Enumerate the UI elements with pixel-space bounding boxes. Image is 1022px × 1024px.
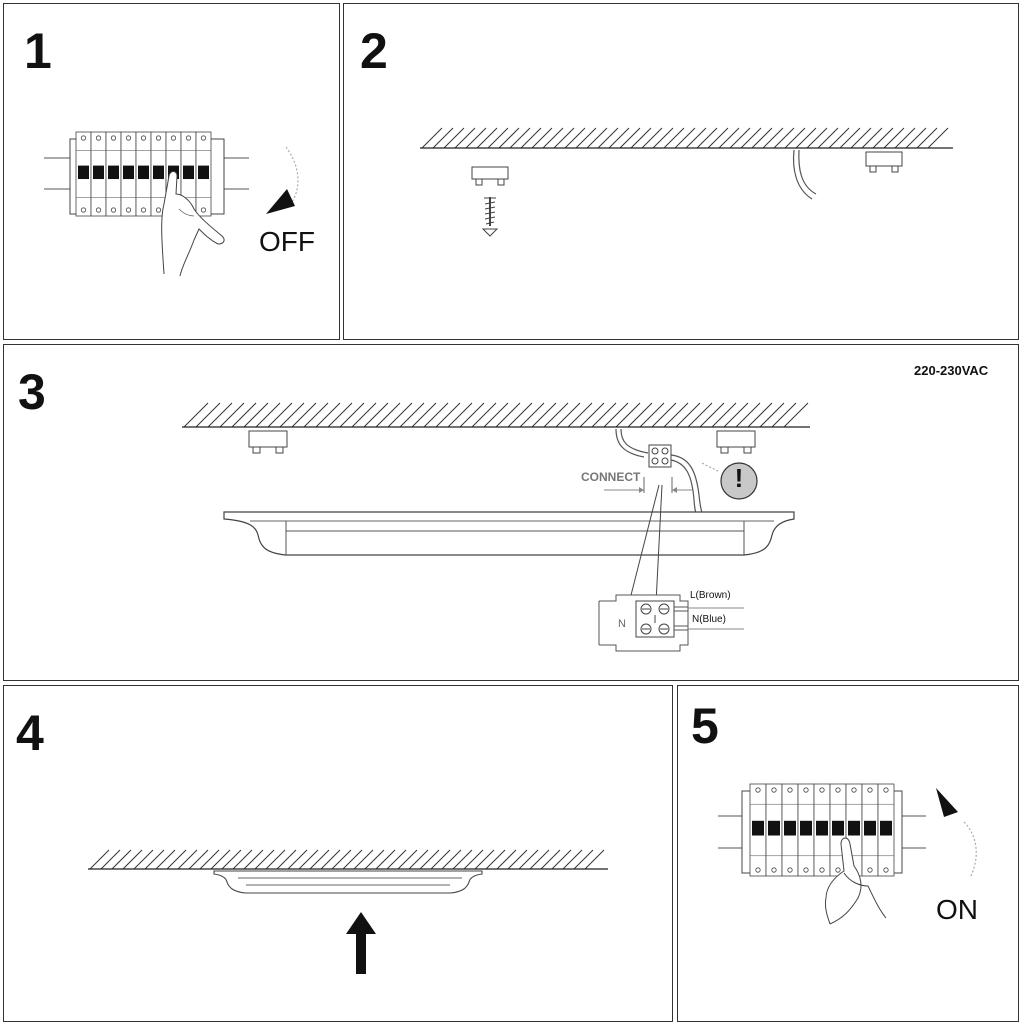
breaker-panel-on-illustration (718, 783, 977, 925)
ceiling-hatch (183, 402, 809, 428)
terminal-detail (598, 594, 744, 652)
step-4-panel: 4 (3, 685, 673, 1022)
step-1-panel: 1 OFF (3, 3, 340, 340)
led-fixture (223, 511, 795, 556)
led-fixture (213, 870, 483, 894)
step-3-number: 3 (18, 364, 46, 420)
screw-icon (481, 197, 499, 237)
on-label: ON (936, 894, 978, 925)
terminal-block-top (648, 444, 672, 468)
step-5-panel: 5 ON (677, 685, 1019, 1022)
neutral-marker: N (618, 618, 626, 630)
mounting-clip-right (716, 430, 756, 454)
mounting-clip-right (865, 151, 903, 173)
step-2-panel: 2 (343, 3, 1019, 340)
warning-icon (720, 462, 758, 500)
off-label: OFF (259, 226, 315, 257)
step-4-number: 4 (16, 705, 44, 761)
live-wire-label: L(Brown) (690, 590, 731, 601)
ceiling-hatch (89, 849, 605, 870)
mounting-clip-left (471, 166, 509, 186)
up-arrow-icon (346, 912, 376, 974)
warning-symbol: ! (734, 463, 744, 493)
voltage-label: 220-230VAC (914, 363, 989, 378)
step-3-panel: 3 220-230VAC (3, 344, 1019, 681)
mounting-clip-left (248, 430, 288, 454)
step-1-number: 1 (24, 23, 52, 79)
step-5-number: 5 (691, 698, 719, 754)
mounting-clips-illustration (420, 127, 953, 237)
ceiling-hatch (421, 127, 949, 149)
neutral-wire-label: N(Blue) (692, 614, 726, 625)
breaker-panel-off-illustration (44, 131, 299, 277)
wiring-connection-illustration (182, 402, 810, 652)
mount-fixture-illustration (88, 849, 608, 974)
step-2-number: 2 (360, 23, 388, 79)
connect-label: CONNECT (581, 470, 641, 484)
